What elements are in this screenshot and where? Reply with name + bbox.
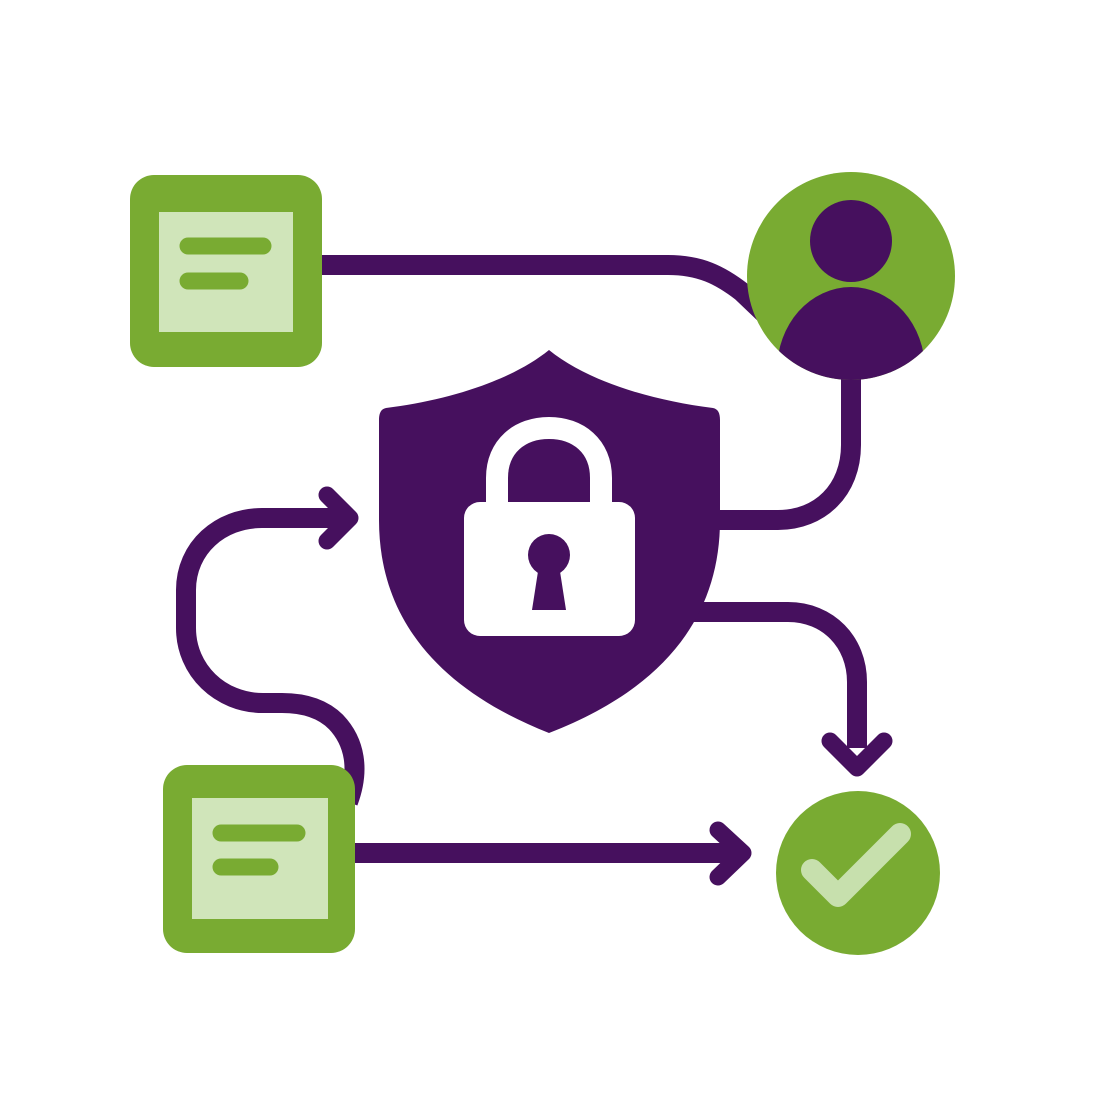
arrowhead-right-icon — [318, 486, 359, 550]
connector-user-to-shield — [715, 375, 861, 530]
keyhole — [528, 534, 570, 576]
connector-document-bottom-to-shield — [176, 508, 365, 806]
connector-document-top-to-user — [320, 255, 792, 341]
shield-lock-icon — [379, 350, 720, 733]
padlock-shackle — [486, 416, 612, 502]
document-bottom-icon — [163, 765, 355, 953]
checkmark-icon — [801, 823, 911, 907]
document-top-icon — [130, 175, 322, 367]
arrowhead-right-icon — [709, 821, 752, 886]
keyhole-slot — [532, 565, 566, 610]
arrowhead-down-icon — [821, 732, 893, 777]
connector-shield-to-approved — [690, 602, 867, 748]
user-icon — [747, 172, 955, 380]
user-body — [777, 287, 925, 380]
user-head — [810, 200, 892, 282]
approved-check-icon — [776, 791, 940, 955]
